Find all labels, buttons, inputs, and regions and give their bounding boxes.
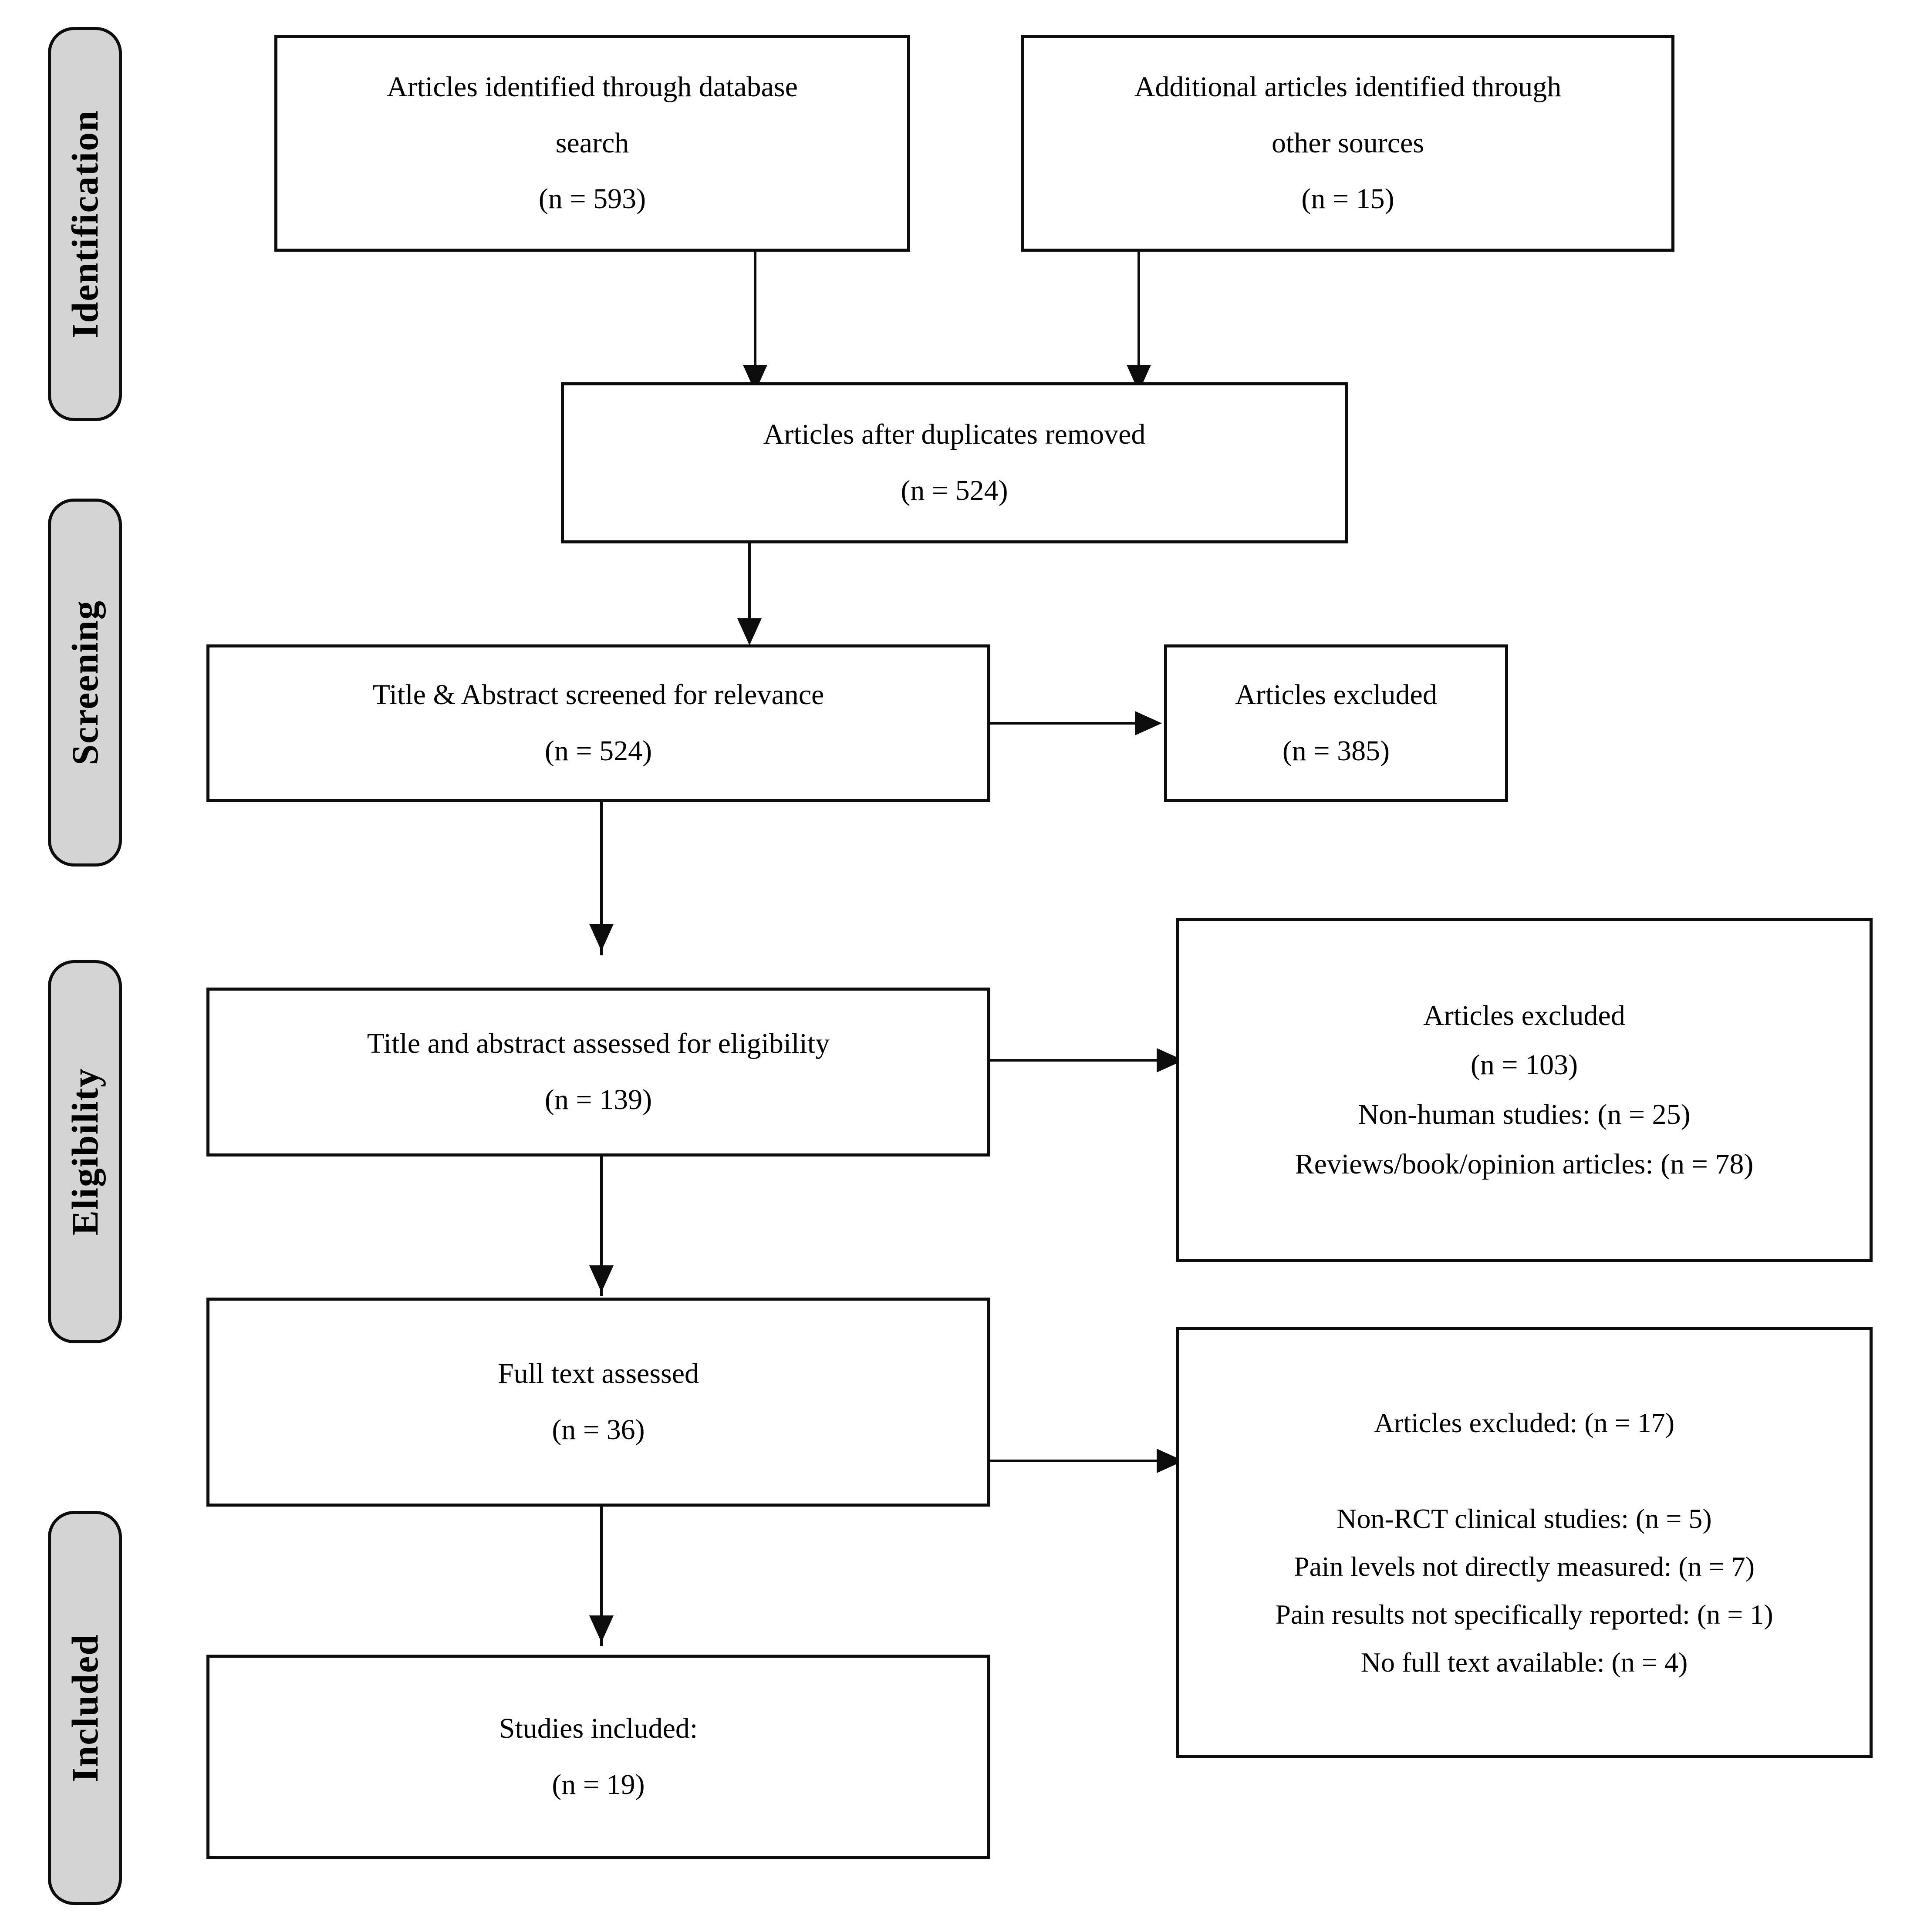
- connector-screened-to-excluded: [990, 722, 1135, 725]
- box-full-text-assessed: Full text assessed (n = 36): [206, 1298, 990, 1507]
- box-eligibility-assessed-count: (n = 139): [544, 1084, 652, 1116]
- box-database-search-count: (n = 593): [538, 183, 646, 215]
- connector-eligibility-to-excluded: [990, 1059, 1157, 1062]
- box-excluded-screening-line-1: Articles excluded: [1235, 679, 1437, 711]
- stage-tab-identification-label: Identification: [64, 110, 106, 338]
- box-excluded-full-text-pain-not-measured: Pain levels not directly measured: (n = …: [1293, 1551, 1755, 1582]
- box-other-sources: Additional articles identified through o…: [1021, 35, 1674, 252]
- arrowhead-screened-to-excluded: [1135, 711, 1162, 735]
- box-studies-included: Studies included: (n = 19): [206, 1655, 990, 1859]
- stage-tab-eligibility-label: Eligibility: [64, 1068, 106, 1236]
- connector-duplicates-to-screened: [748, 543, 751, 618]
- box-eligibility-assessed: Title and abstract assessed for eligibil…: [206, 988, 990, 1157]
- box-other-sources-count: (n = 15): [1301, 183, 1394, 215]
- box-excluded-full-text-non-rct: Non-RCT clinical studies: (n = 5): [1337, 1503, 1712, 1534]
- arrowhead-screened-to-eligibility: [589, 924, 614, 951]
- box-excluded-screening-count: (n = 385): [1282, 735, 1390, 767]
- arrowhead-duplicates-to-screened: [737, 618, 762, 645]
- box-excluded-eligibility-non-human: Non-human studies: (n = 25): [1358, 1099, 1691, 1130]
- box-excluded-eligibility-reviews: Reviews/book/opinion articles: (n = 78): [1295, 1148, 1754, 1180]
- connector-full-text-to-included: [600, 1507, 603, 1646]
- box-database-search: Articles identified through database sea…: [274, 35, 910, 252]
- stage-tab-screening-label: Screening: [64, 600, 106, 765]
- box-duplicates-removed-count: (n = 524): [901, 475, 1008, 506]
- box-full-text-assessed-line-1: Full text assessed: [498, 1358, 699, 1390]
- connector-full-text-to-excluded: [990, 1460, 1157, 1462]
- box-excluded-full-text-no-full-text: No full text available: (n = 4): [1360, 1647, 1688, 1678]
- connector-screened-to-eligibility: [600, 802, 603, 955]
- connector-other-sources-to-duplicates: [1137, 252, 1140, 365]
- box-database-search-line-1: Articles identified through database: [387, 71, 798, 103]
- box-full-text-assessed-count: (n = 36): [552, 1414, 645, 1446]
- box-title-abstract-screened-line-1: Title & Abstract screened for relevance: [372, 679, 824, 711]
- stage-tab-screening: Screening: [48, 499, 122, 867]
- stage-tab-included: Included: [48, 1511, 122, 1905]
- box-excluded-full-text: Articles excluded: (n = 17) Non-RCT clin…: [1176, 1327, 1873, 1758]
- box-studies-included-count: (n = 19): [552, 1769, 645, 1801]
- stage-tab-identification: Identification: [48, 27, 122, 421]
- box-studies-included-line-1: Studies included:: [499, 1713, 698, 1745]
- connector-eligibility-to-full-text: [600, 1157, 603, 1296]
- box-excluded-screening: Articles excluded (n = 385): [1164, 644, 1508, 802]
- box-title-abstract-screened: Title & Abstract screened for relevance …: [206, 644, 990, 802]
- box-eligibility-assessed-line-1: Title and abstract assessed for eligibil…: [367, 1028, 830, 1060]
- connector-database-to-duplicates: [754, 252, 756, 365]
- box-duplicates-removed: Articles after duplicates removed (n = 5…: [561, 382, 1348, 543]
- box-excluded-full-text-total: Articles excluded: (n = 17): [1374, 1407, 1675, 1438]
- box-database-search-line-2: search: [555, 127, 629, 159]
- arrowhead-full-text-to-included: [589, 1615, 614, 1642]
- box-excluded-full-text-pain-not-reported: Pain results not specifically reported: …: [1275, 1599, 1773, 1630]
- stage-tab-included-label: Included: [64, 1633, 106, 1783]
- box-other-sources-line-1: Additional articles identified through: [1134, 71, 1562, 103]
- stage-tab-eligibility: Eligibility: [48, 960, 122, 1343]
- box-other-sources-line-2: other sources: [1271, 127, 1424, 159]
- box-duplicates-removed-line-1: Articles after duplicates removed: [763, 418, 1146, 451]
- arrowhead-eligibility-to-full-text: [589, 1265, 614, 1292]
- box-excluded-eligibility-count: (n = 103): [1470, 1049, 1578, 1081]
- box-excluded-eligibility-line-1: Articles excluded: [1423, 999, 1625, 1032]
- box-title-abstract-screened-count: (n = 524): [544, 735, 652, 767]
- box-excluded-eligibility: Articles excluded (n = 103) Non-human st…: [1176, 918, 1873, 1262]
